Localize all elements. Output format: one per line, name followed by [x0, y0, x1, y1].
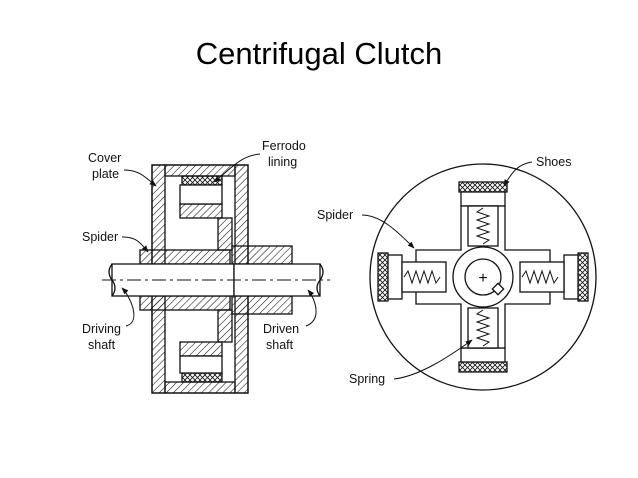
driven-boss-lower	[231, 295, 293, 315]
shoe-right-end	[563, 252, 589, 302]
hub-key	[491, 282, 505, 296]
spring-bottom	[475, 309, 491, 347]
label-driven-line2: shaft	[266, 338, 294, 352]
label-spider-right: Spider	[317, 208, 353, 222]
spring-right	[521, 269, 559, 285]
sectional-view	[102, 164, 330, 394]
label-shoes: Shoes	[536, 155, 571, 169]
label-spring: Spring	[349, 372, 385, 386]
left-leaders	[121, 153, 317, 327]
spider-hub-lower	[139, 295, 231, 311]
leader-spider-left	[121, 236, 149, 253]
right-leaders	[361, 161, 533, 380]
end-view	[369, 163, 597, 391]
spring-housing-right	[519, 261, 565, 293]
label-driving-line2: shaft	[88, 338, 116, 352]
label-ferrodo-line2: lining	[268, 155, 297, 169]
center-mark: +	[478, 270, 487, 287]
leader-driving	[121, 287, 135, 327]
spider-arm-upper	[217, 217, 233, 251]
spring-housing-left	[401, 261, 447, 293]
spring-top	[475, 207, 491, 245]
label-cover-plate-line2: plate	[92, 167, 119, 181]
leader-spider-right	[361, 214, 415, 249]
slide-title: Centrifugal Clutch	[195, 36, 443, 71]
hub-inner	[464, 258, 502, 296]
label-cover-plate-line1: Cover	[88, 151, 121, 165]
leader-driven	[305, 289, 317, 327]
shoe-bottom-end	[458, 347, 508, 373]
shoe-left-end	[377, 252, 403, 302]
shoe-top-end	[458, 181, 508, 207]
shoe-bottom	[179, 341, 223, 357]
right-labels: Shoes Spider Spring	[317, 155, 571, 386]
label-driving-line1: Driving	[82, 322, 121, 336]
leader-cover-plate	[123, 169, 157, 187]
drum-bottom-rim	[164, 381, 236, 394]
leader-ferrodo	[213, 153, 261, 183]
spring-left	[403, 269, 441, 285]
drum-circle	[369, 163, 597, 391]
leader-spring	[393, 339, 473, 380]
spider-hub	[139, 249, 231, 265]
ferrodo-lining-bottom	[181, 372, 223, 383]
shoe-top	[179, 203, 223, 219]
left-labels: Cover plate Ferrodo lining Spider Drivin…	[82, 139, 306, 352]
leader-shoes	[503, 161, 533, 187]
label-ferrodo-line1: Ferrodo	[262, 139, 306, 153]
shoe-carrier-bottom	[179, 355, 223, 374]
drum-top-rim	[164, 164, 236, 177]
label-driven-line1: Driven	[263, 322, 299, 336]
shoe-carrier-top	[179, 184, 223, 205]
label-spider-left: Spider	[82, 230, 118, 244]
spider-arm-lower	[217, 309, 233, 343]
spring-housing-bottom	[467, 307, 499, 349]
driven-boss	[231, 245, 293, 265]
